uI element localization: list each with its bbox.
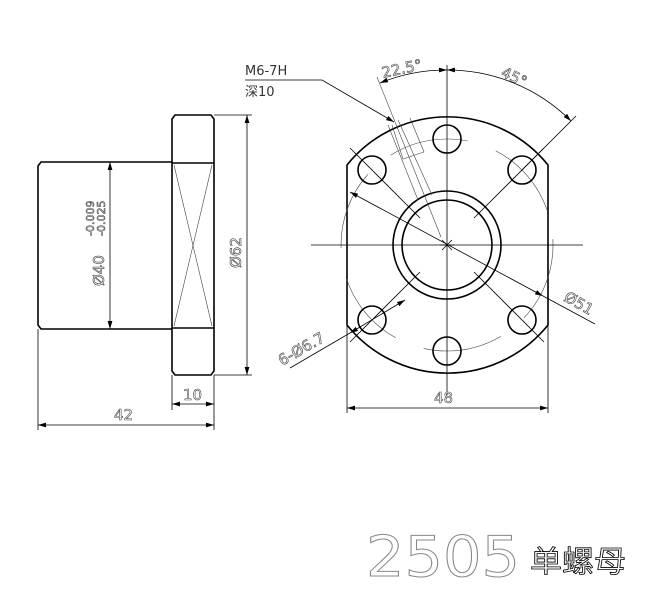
dim-angle-45: 45°: [498, 63, 530, 91]
tol-upper: -0.009: [84, 201, 97, 236]
thread-depth: 深10: [245, 85, 275, 100]
side-view: Ø40 -0.009 -0.025 Ø62 10 42: [37, 114, 252, 430]
hole: [507, 155, 537, 185]
ext-line: [520, 115, 577, 172]
hole: [357, 155, 387, 185]
holes-leader: [349, 299, 406, 334]
dim-line-d51: [349, 191, 544, 297]
thread-callout: M6-7H: [245, 64, 287, 79]
flat-cross-line: [173, 164, 213, 327]
front-view: 45° 22.5° M6-7H 深10 Ø51 6-Ø6.7 48: [245, 56, 597, 413]
dim-42: 42: [114, 406, 133, 424]
angle-arc-45: [446, 67, 572, 122]
thread-leader: [245, 79, 395, 123]
leader: [289, 332, 351, 369]
dim-d62: Ø62: [227, 237, 245, 268]
hole: [507, 305, 537, 335]
dim-d51: Ø51: [561, 288, 597, 319]
nut-body: [37, 161, 172, 330]
tol-lower: -0.025: [95, 201, 108, 236]
dim-10: 10: [183, 386, 202, 404]
title-name: 单螺母: [530, 545, 626, 580]
title-code: 2505: [366, 525, 520, 590]
dim-holes: 6-Ø6.7: [275, 329, 328, 370]
leader: [542, 295, 596, 325]
hole-axis: [473, 271, 545, 343]
tap-drill: [391, 117, 425, 160]
flange: [171, 114, 215, 376]
tap-wall: [397, 119, 433, 196]
dim-angle-22-5: 22.5°: [380, 56, 424, 82]
hole-axis: [349, 271, 421, 343]
dim-48: 48: [434, 389, 453, 407]
dim-d40: Ø40: [90, 255, 108, 286]
angle-arc-22-5: [379, 67, 448, 84]
tap-wall: [387, 124, 419, 201]
tapped-hole: [376, 76, 442, 238]
